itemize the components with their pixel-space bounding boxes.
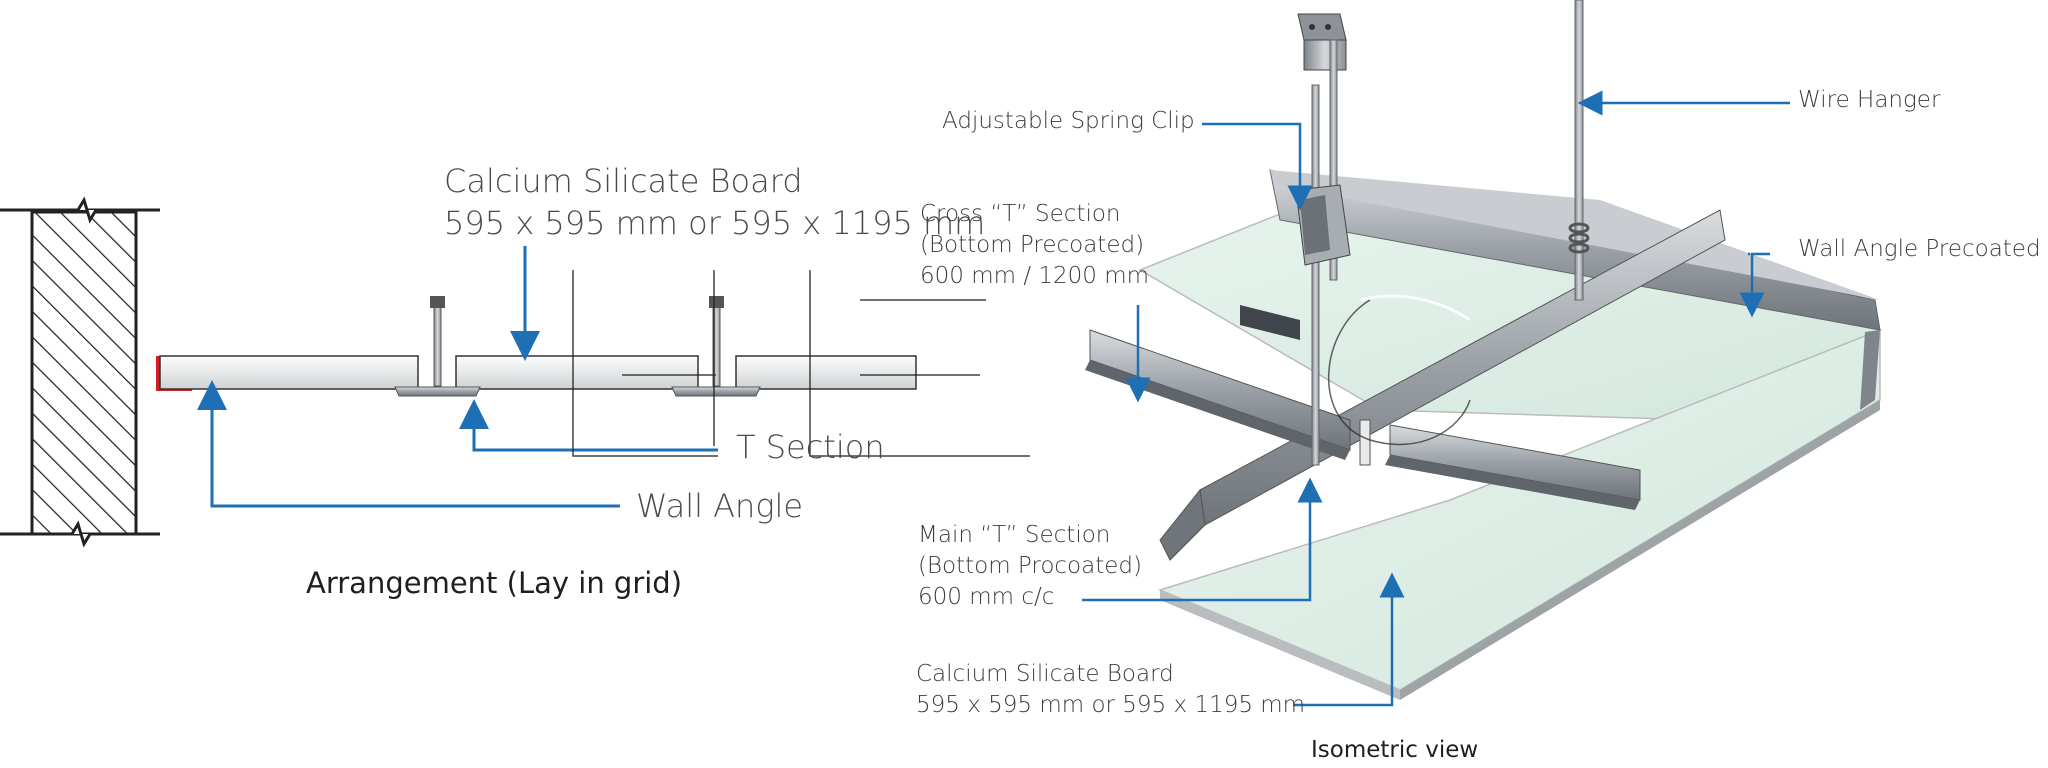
isometric-view xyxy=(1082,0,1883,707)
cross-t-label-line3: 600 mm / 1200 mm xyxy=(920,263,1150,289)
section-board-label-line1: Calcium Silicate Board xyxy=(444,162,803,200)
iso-wall-angle-label: Wall Angle Precoated xyxy=(1798,236,2041,262)
iso-leaders xyxy=(1082,90,1790,707)
spring-clip-label: Adjustable Spring Clip xyxy=(942,108,1195,134)
iso-board-label: Calcium Silicate Board 595 x 595 mm or 5… xyxy=(916,659,1305,721)
iso-board-front xyxy=(1157,328,1881,691)
cross-t-label-line2: (Bottom Precoated) xyxy=(920,232,1145,258)
main-t-label: Main “T” Section (Bottom Procoated) 600 … xyxy=(918,520,1142,613)
section-wall-angle-label: Wall Angle xyxy=(636,487,804,525)
main-t-label-line1: Main “T” Section xyxy=(918,522,1111,548)
section-board-label-line2: 595 x 595 mm or 595 x 1195 mm xyxy=(444,204,986,242)
iso-cross-t-runners xyxy=(1085,305,1641,510)
section-t-profiles xyxy=(394,296,761,397)
iso-wire-hanger xyxy=(1568,0,1590,301)
cross-t-label: Cross “T” Section (Bottom Precoated) 600… xyxy=(920,199,1149,292)
section-boards xyxy=(159,355,917,390)
iso-spring-clip xyxy=(1295,13,1371,466)
wire-hanger-label: Wire Hanger xyxy=(1798,87,1941,113)
cross-t-label-line1: Cross “T” Section xyxy=(920,201,1121,227)
watermark-curve xyxy=(1327,299,1471,446)
wall-hatch xyxy=(0,196,160,548)
section-board-label: Calcium Silicate Board 595 x 595 mm or 5… xyxy=(444,160,985,244)
section-t-label: T Section xyxy=(736,428,885,466)
iso-caption: Isometric view xyxy=(1311,737,1479,763)
section-leaders xyxy=(197,246,718,508)
section-caption: Arrangement (Lay in grid) xyxy=(306,566,683,600)
iso-board-label-line1: Calcium Silicate Board xyxy=(916,661,1174,687)
watermark-lines xyxy=(572,270,1030,457)
main-t-label-line3: 600 mm c/c xyxy=(918,584,1055,610)
iso-board-label-line2: 595 x 595 mm or 595 x 1195 mm xyxy=(916,692,1306,718)
section-view xyxy=(0,196,1030,548)
main-t-label-line2: (Bottom Procoated) xyxy=(918,553,1142,579)
